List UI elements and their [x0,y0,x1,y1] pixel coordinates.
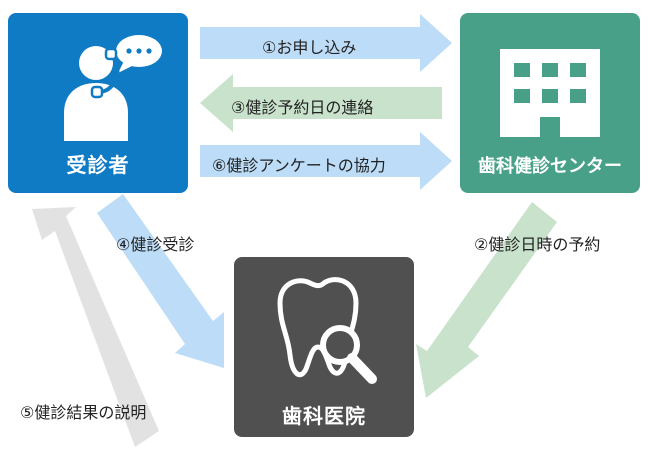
tooth-magnifier-icon [277,277,377,384]
label-explain-results: ⑤健診結果の説明 [20,403,147,422]
node-center: 歯科健診センター [460,13,640,193]
label-survey: ⑥健診アンケートの協力 [212,156,386,175]
node-center-label: 歯科健診センター [478,156,622,177]
label-reserve-datetime: ②健診日時の予約 [474,235,601,254]
arrow-reserve-datetime [416,202,557,398]
node-patient: 受診者 [8,13,188,193]
arrow-survey [200,132,452,190]
node-clinic-label: 歯科医院 [282,404,366,428]
node-patient-label: 受診者 [66,153,130,177]
label-notify-date: ③健診予約日の連絡 [231,98,374,117]
arrow-apply [200,14,452,72]
label-apply: ①お申し込み [262,38,357,57]
building-icon [500,49,600,137]
arrow-notify-date [200,74,442,132]
arrow-receive-checkup [97,194,224,368]
node-clinic: 歯科医院 [234,257,414,437]
arrow-explain-results [32,207,159,447]
label-receive-checkup: ④健診受診 [116,235,195,254]
person-phone-chat-icon [64,35,162,141]
